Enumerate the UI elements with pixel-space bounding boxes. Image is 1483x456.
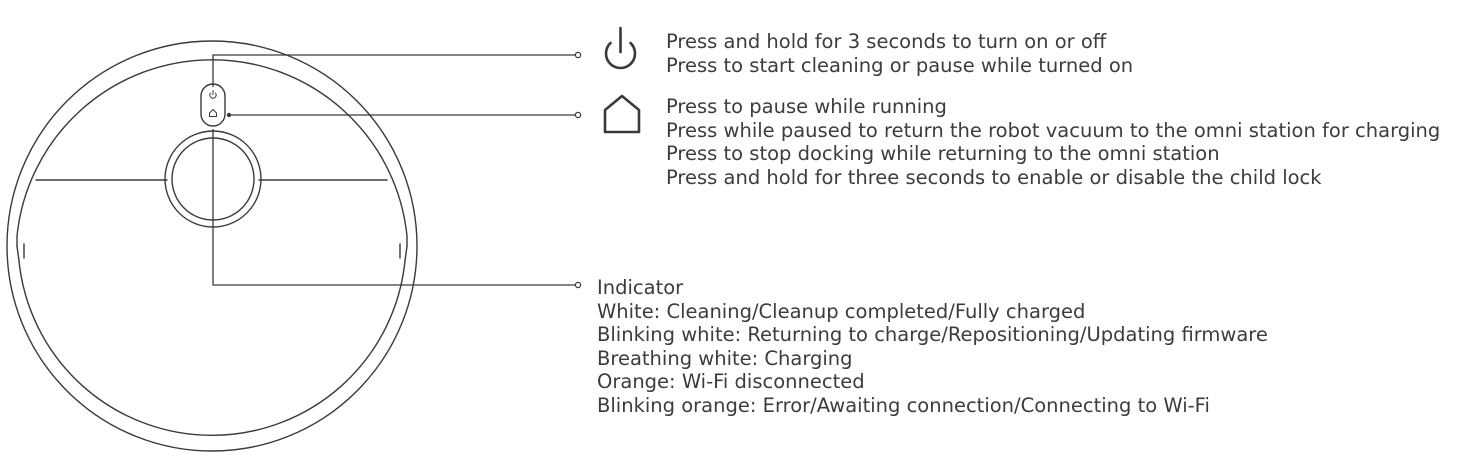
- home-button-icon[interactable]: [209, 108, 217, 117]
- indicator-line-blinking-orange: Blinking orange: Error/Awaiting connecti…: [597, 393, 1210, 417]
- home-button-description: Press to pause while running Press while…: [666, 95, 1440, 189]
- indicator-line-breathing-white: Breathing white: Charging: [597, 346, 853, 370]
- power-button-icon[interactable]: [209, 90, 217, 99]
- home-leader-dot: [226, 112, 232, 118]
- power-icon: [604, 26, 637, 70]
- robot-bumper-arc: [18, 260, 406, 437]
- power-button-description: Press and hold for 3 seconds to turn on …: [666, 30, 1133, 77]
- indicator-line-orange: Orange: Wi-Fi disconnected: [597, 370, 865, 393]
- power-line-2: Press to start cleaning or pause while t…: [666, 53, 1134, 77]
- indicator-leader-line: [212, 129, 575, 286]
- home-line-4: Press and hold for three seconds to enab…: [666, 165, 1322, 189]
- power-leader-end: [574, 51, 582, 59]
- home-line-3: Press to stop docking while returning to…: [666, 142, 1220, 165]
- indicator-line-blinking-white: Blinking white: Returning to charge/Repo…: [597, 323, 1268, 346]
- bumper-notch-right: [404, 245, 408, 262]
- indicator-line-white: White: Cleaning/Cleanup completed/Fully …: [597, 299, 1086, 323]
- power-line-1: Press and hold for 3 seconds to turn on …: [666, 30, 1107, 53]
- home-line-1: Press to pause while running: [666, 95, 947, 118]
- home-line-2: Press while paused to return the robot v…: [666, 118, 1441, 142]
- power-leader-line: [212, 54, 575, 87]
- robot-top-cover: [16, 59, 408, 247]
- indicator-title: Indicator: [597, 276, 684, 299]
- bumper-notch-left: [16, 245, 20, 262]
- indicator-description: Indicator White: Cleaning/Cleanup comple…: [597, 276, 1268, 417]
- robot-body-outline: [6, 40, 418, 452]
- home-icon: [603, 94, 641, 134]
- home-leader-end: [574, 111, 582, 119]
- indicator-leader-end: [574, 281, 582, 289]
